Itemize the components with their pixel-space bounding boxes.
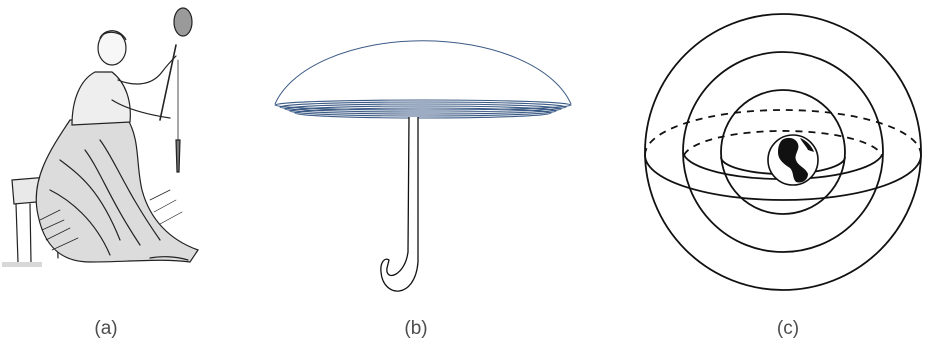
- dome-rim-rings: [275, 100, 571, 118]
- drapery: [36, 120, 198, 262]
- torso: [72, 72, 130, 125]
- caption-c: (c): [758, 318, 818, 340]
- arm-raised: [118, 56, 176, 84]
- caption-a: (a): [76, 318, 136, 340]
- earth-icon: [768, 135, 818, 185]
- head: [98, 31, 126, 65]
- caption-b: (b): [386, 318, 446, 340]
- distaff-wool: [174, 8, 192, 36]
- umbrella-handle: [381, 117, 418, 291]
- dome-arc: [275, 41, 571, 104]
- umbrella-dome-diagram: [265, 0, 585, 310]
- celestial-spheres-diagram: [630, 0, 933, 310]
- spinner-engraving: [0, 0, 215, 290]
- spindle: [176, 140, 180, 172]
